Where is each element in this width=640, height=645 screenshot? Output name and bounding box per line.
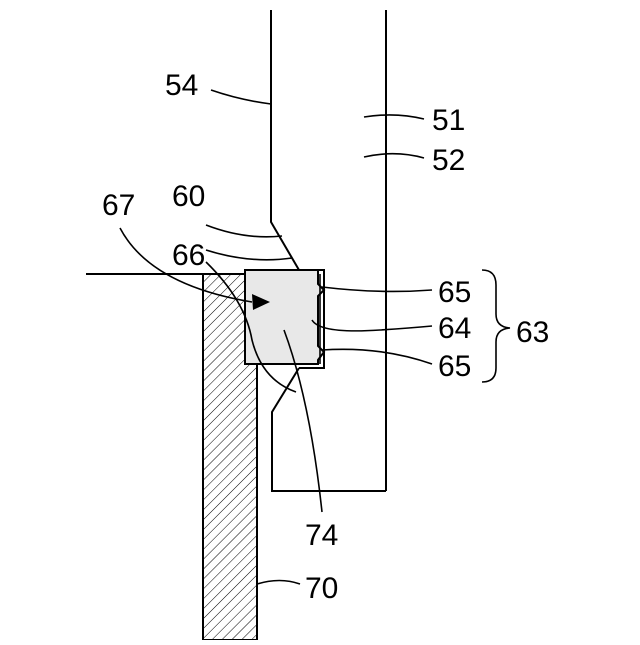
label-51: 51 [432,104,465,137]
label-54: 54 [165,69,198,102]
leader-52 [364,154,424,158]
body-lower-outline [272,368,386,491]
leader-70 [257,581,300,585]
leader-60b [206,250,292,260]
label-64: 64 [438,312,471,345]
label-65-bottom: 65 [438,350,471,383]
seal-block-74 [245,270,324,364]
leader-64 [312,320,432,331]
leader-65b [322,349,432,364]
label-74: 74 [305,519,338,552]
label-52: 52 [432,144,465,177]
label-60: 60 [172,180,205,213]
label-70: 70 [305,572,338,605]
leader-60a [206,225,282,237]
leader-54 [211,90,271,104]
label-67: 67 [102,189,135,222]
body-outline [271,10,299,270]
label-63: 63 [516,316,549,349]
brace-63 [482,270,510,382]
leader-51 [364,115,424,119]
leader-65a [322,287,432,291]
label-65-top: 65 [438,276,471,309]
label-66: 66 [172,239,205,272]
